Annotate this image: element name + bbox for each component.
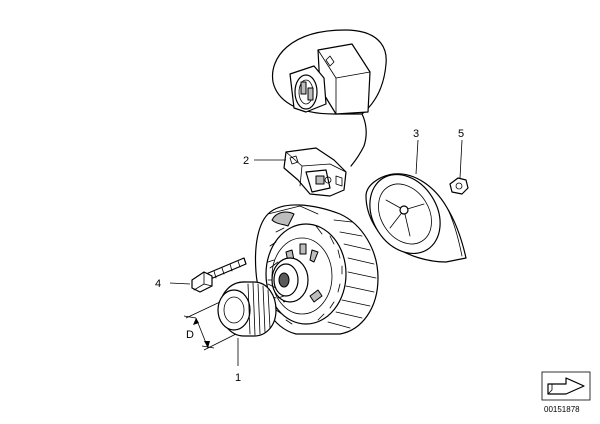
through-bolt bbox=[191, 257, 247, 293]
dimension-label: D bbox=[186, 329, 194, 341]
callout-4: 4 bbox=[155, 278, 161, 290]
dimension-d: D bbox=[183, 301, 237, 351]
page-arrow-icon[interactable] bbox=[541, 371, 591, 401]
voltage-regulator bbox=[283, 147, 347, 197]
callout-2: 2 bbox=[243, 155, 249, 167]
callout-leaders bbox=[169, 139, 463, 366]
alternator bbox=[254, 204, 379, 335]
hex-nut bbox=[449, 177, 469, 195]
callout-3: 3 bbox=[413, 128, 419, 140]
rear-cover bbox=[365, 173, 467, 263]
belt-pulley bbox=[217, 281, 277, 337]
connector-detail-bubble bbox=[271, 29, 387, 167]
document-number: 00151878 bbox=[544, 405, 580, 414]
callout-5: 5 bbox=[458, 128, 464, 140]
callout-1: 1 bbox=[235, 372, 241, 384]
